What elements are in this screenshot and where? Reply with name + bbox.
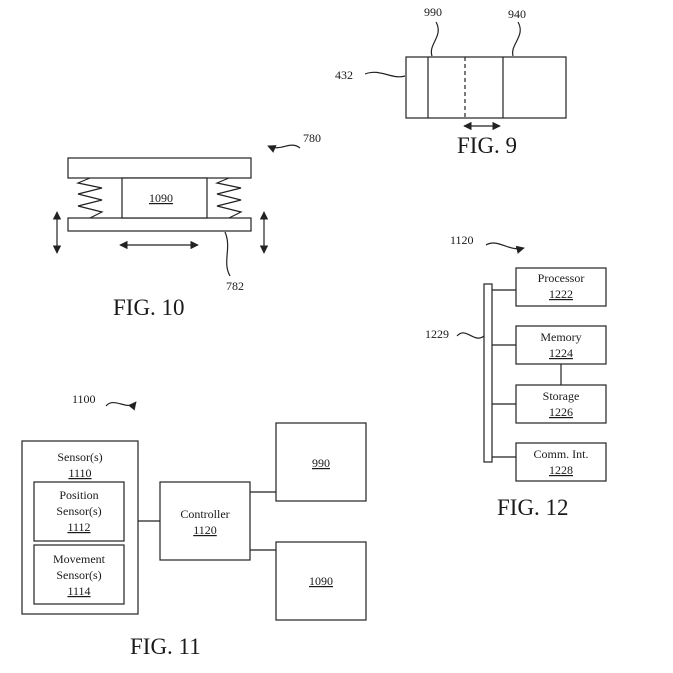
fig11-controller-label: Controller (180, 507, 229, 521)
fig12-storage-box (515, 384, 607, 424)
fig12-storage-num: 1226 (549, 405, 573, 419)
fig11-movement-label-1: Movement (53, 552, 106, 566)
fig9-housing (405, 56, 567, 119)
fig11-sensors-label: Sensor(s) (57, 450, 102, 464)
fig12-caption: FIG. 12 (497, 495, 569, 520)
fig10-leader-780 (267, 144, 301, 153)
fig12-ref-1229: 1229 (425, 327, 449, 341)
fig11-movement-num: 1114 (67, 584, 90, 598)
fig12-leader-1120 (485, 242, 525, 254)
fig10-block-label: 1090 (149, 191, 173, 205)
fig9-ref-990: 990 (424, 5, 442, 19)
fig10: 1090 780 782 FIG. 10 (52, 131, 321, 320)
fig12-bus (483, 283, 493, 463)
fig11-caption: FIG. 11 (130, 634, 201, 659)
fig12-comm-label: Comm. Int. (533, 447, 588, 461)
fig11-position-sensor-box (33, 481, 125, 542)
fig12-processor-label: Processor (538, 271, 585, 285)
fig12-memory-num: 1224 (549, 346, 573, 360)
fig9: 990 940 432 FIG. 9 (335, 5, 567, 158)
fig9-ref-940: 940 (508, 7, 526, 21)
fig12-leader-1229 (456, 332, 485, 339)
fig12-memory-label: Memory (540, 330, 581, 344)
fig12-processor-box (515, 267, 607, 307)
fig9-leader-990 (430, 21, 439, 57)
fig10-spring-left (75, 177, 104, 219)
fig11-box-990-label: 990 (312, 456, 330, 470)
fig11-position-num: 1112 (67, 520, 90, 534)
fig12: 1120 1229 Processor 1222 Memory 1224 Sto… (425, 233, 607, 520)
fig12-storage-label: Storage (543, 389, 580, 403)
fig11-position-label-1: Position (59, 488, 98, 502)
fig12-ref-1120: 1120 (450, 233, 474, 247)
fig11-position-label-2: Sensor(s) (56, 504, 101, 518)
fig11-ref-1100: 1100 (72, 392, 96, 406)
fig11-box-1090 (275, 541, 367, 621)
fig10-caption: FIG. 10 (113, 295, 185, 320)
fig12-processor-num: 1222 (549, 287, 573, 301)
fig11-controller-num: 1120 (193, 523, 217, 537)
fig11-sensors-num: 1110 (68, 466, 91, 480)
fig12-comm-num: 1228 (549, 463, 573, 477)
fig10-top-plate (67, 157, 252, 179)
fig11-controller-box (159, 481, 251, 561)
fig10-spring-right (214, 177, 243, 219)
fig10-block (121, 177, 208, 219)
fig12-comm-box (515, 442, 607, 482)
fig10-ref-780: 780 (303, 131, 321, 145)
fig11-leader-1100 (105, 401, 137, 411)
fig11-movement-sensor-box (33, 544, 125, 605)
fig11: 1100 Sensor(s) 1110 Position Sensor(s) 1… (21, 392, 367, 659)
fig9-ref-432: 432 (335, 68, 353, 82)
fig10-ref-782: 782 (226, 279, 244, 293)
fig10-leader-782 (224, 231, 231, 277)
fig10-bottom-plate (67, 217, 252, 232)
fig9-leader-940 (512, 21, 521, 57)
fig11-box-1090-label: 1090 (309, 574, 333, 588)
fig11-box-990 (275, 422, 367, 502)
fig9-leader-432 (364, 71, 406, 78)
fig11-movement-label-2: Sensor(s) (56, 568, 101, 582)
fig9-caption: FIG. 9 (457, 133, 517, 158)
